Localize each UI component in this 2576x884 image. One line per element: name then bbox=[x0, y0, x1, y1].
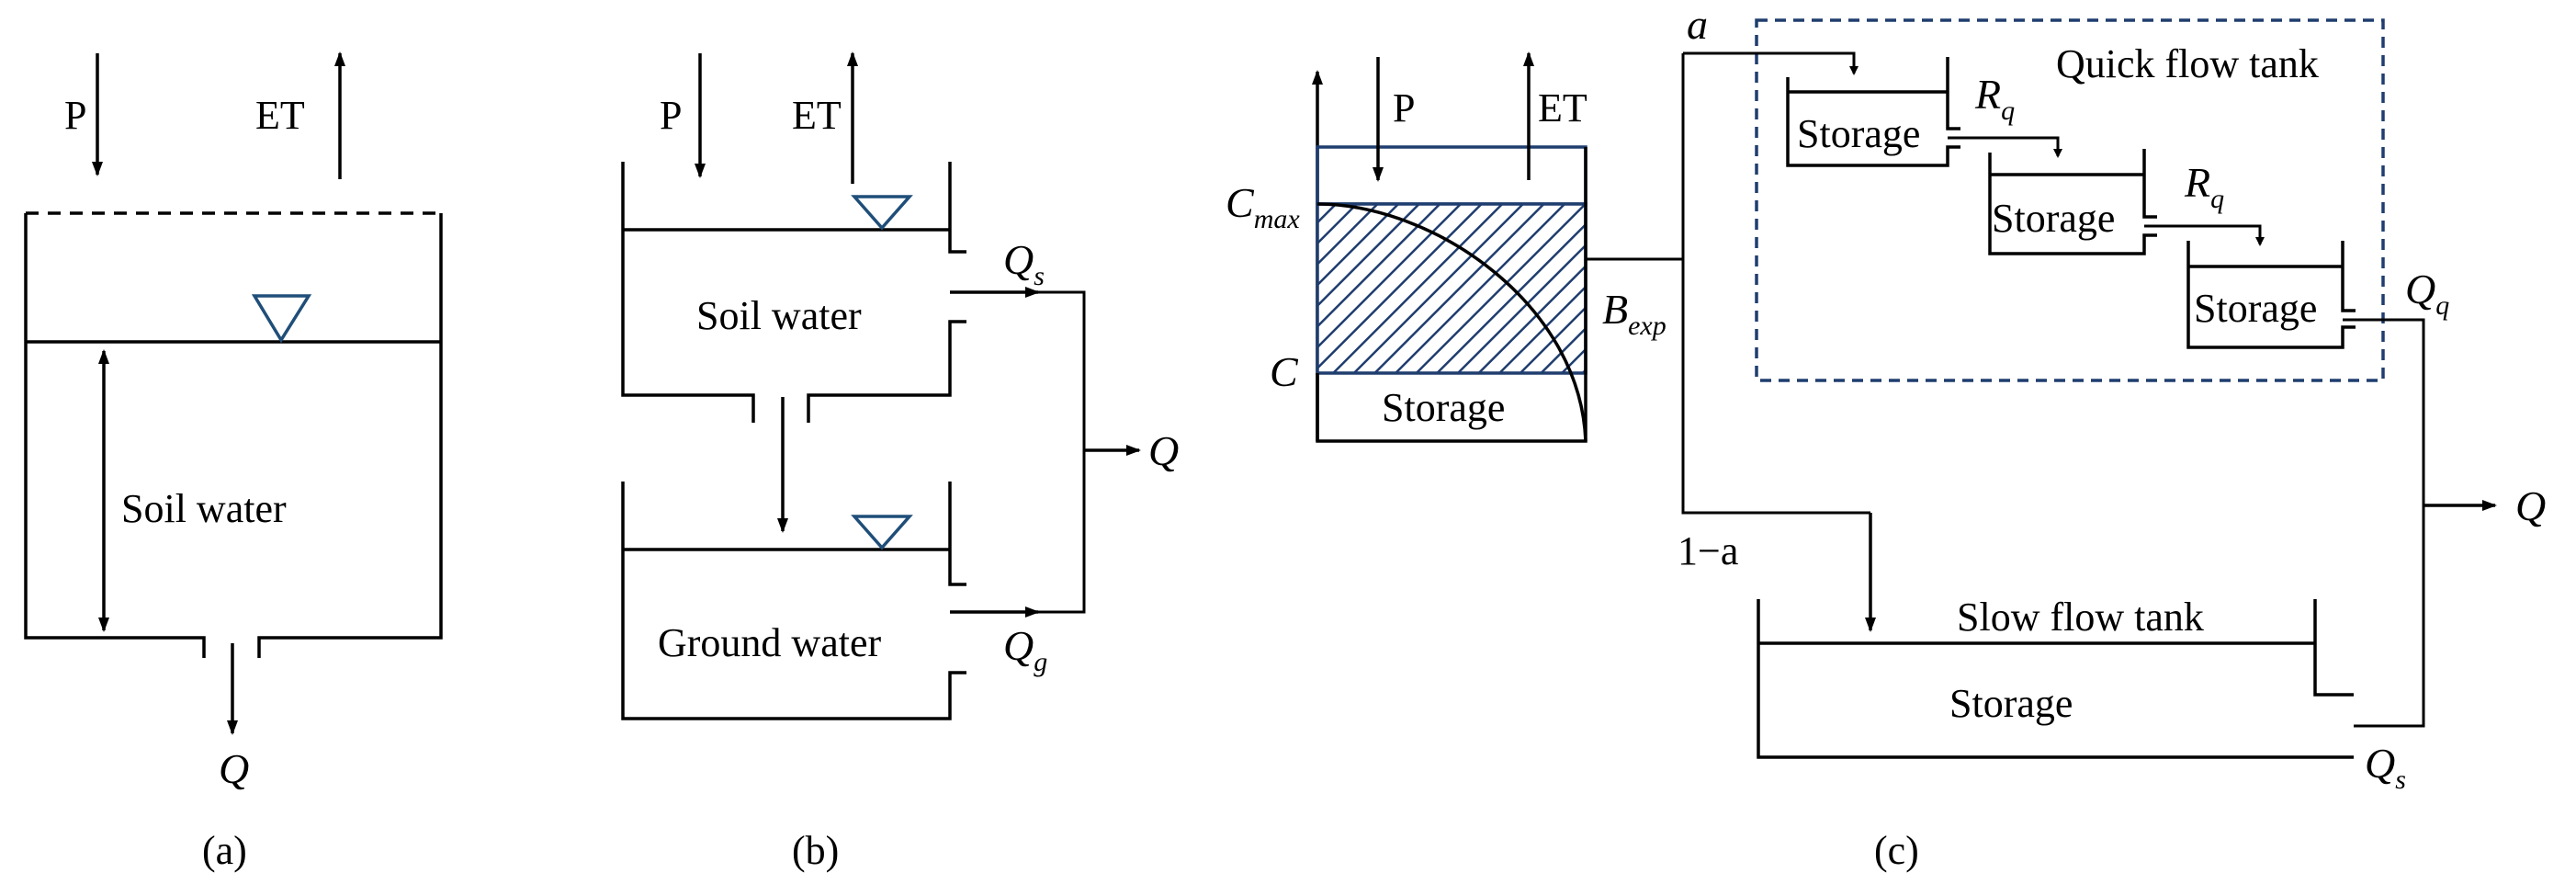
tank-wall-left-a bbox=[24, 213, 206, 658]
qs1-right-top bbox=[1946, 57, 1960, 130]
et-label-b: ET bbox=[792, 93, 842, 138]
lower-tank-right-wall-top bbox=[948, 482, 966, 586]
quick-store-1-label: Storage bbox=[1797, 111, 1920, 156]
upper-tank-left-wall bbox=[621, 162, 755, 423]
rq1-arrow bbox=[1948, 136, 2062, 158]
quick-inflow-arrow bbox=[1683, 51, 1859, 75]
qs2-outline bbox=[1988, 153, 2157, 255]
qs3-outline bbox=[2186, 241, 2356, 349]
upper-tank-right-wall-top bbox=[948, 162, 966, 254]
quick-store-2-label: Storage bbox=[1992, 196, 2115, 241]
qq-label: Qq bbox=[2405, 266, 2449, 321]
distribution-zone-hatched bbox=[1316, 202, 1587, 375]
quick-flow-title: Quick flow tank bbox=[2056, 41, 2319, 86]
combine-line-b bbox=[1038, 290, 1086, 614]
panel-b: P ET Soil water Qs Ground water Qg Q (b) bbox=[621, 51, 1179, 873]
slow-tank-outline bbox=[1757, 599, 2354, 759]
storage-label-main: Storage bbox=[1382, 385, 1505, 430]
caption-c: (c) bbox=[1874, 828, 1919, 873]
rq1-label: Rq bbox=[1974, 71, 2015, 126]
c-label: C bbox=[1270, 348, 1299, 395]
bexp-label: Bexp bbox=[1602, 286, 1666, 341]
qs1-outline bbox=[1786, 77, 1960, 167]
slow-store-label: Storage bbox=[1949, 681, 2073, 726]
upper-tank-right-wall-bottom bbox=[807, 320, 966, 423]
panel-c: P ET Cmax C Storage Bexp a 1−a Quick flo… bbox=[1226, 1, 2546, 873]
upper-store-label: Soil water bbox=[696, 293, 862, 338]
precip-label-a: P bbox=[64, 93, 86, 138]
precip-label-c: P bbox=[1393, 85, 1415, 130]
qs-label-b: Qs bbox=[1003, 236, 1045, 291]
rq2-arrow bbox=[2144, 224, 2265, 246]
outflow-label-b: Q bbox=[1148, 427, 1179, 474]
et-label-c: ET bbox=[1538, 85, 1587, 130]
split-trunk bbox=[1681, 53, 1870, 515]
split-1a-label: 1−a bbox=[1678, 528, 1738, 573]
qs-label-c: Qs bbox=[2365, 740, 2406, 795]
lower-tank-outline bbox=[621, 482, 966, 720]
cmax-label: Cmax bbox=[1226, 179, 1300, 234]
qs3-right-top bbox=[2341, 241, 2356, 312]
combine-line-c bbox=[2343, 318, 2425, 728]
lower-store-label: Ground water bbox=[658, 620, 881, 665]
upper-level-marker bbox=[851, 195, 913, 231]
split-a-label: a bbox=[1687, 1, 1708, 48]
outflow-label-a: Q bbox=[219, 745, 249, 792]
qs2-right-top bbox=[2142, 149, 2157, 219]
slow-tank-right-wall bbox=[2313, 599, 2354, 697]
lower-level-marker bbox=[851, 515, 913, 550]
store-label-a: Soil water bbox=[121, 486, 287, 531]
capacity-distribution-curve bbox=[1316, 202, 1587, 442]
slow-flow-title: Slow flow tank bbox=[1957, 595, 2204, 640]
rq2-label: Rq bbox=[2184, 159, 2224, 214]
et-label-a: ET bbox=[255, 93, 305, 138]
storage-tank-outline bbox=[1316, 147, 1587, 443]
qg-label-b: Qg bbox=[1003, 622, 1047, 677]
overflow-zone bbox=[1316, 145, 1587, 206]
caption-a: (a) bbox=[202, 828, 247, 873]
panel-a: P ET Soil water Q (a) bbox=[24, 51, 443, 873]
caption-b: (b) bbox=[792, 828, 839, 873]
water-level-marker-a bbox=[251, 294, 312, 344]
quick-store-3-label: Storage bbox=[2194, 286, 2317, 331]
outflow-label-c: Q bbox=[2515, 482, 2546, 529]
tank-wall-right-a bbox=[257, 213, 443, 658]
quick-flow-tank-box bbox=[1755, 18, 2385, 382]
precip-label-b: P bbox=[660, 93, 682, 138]
